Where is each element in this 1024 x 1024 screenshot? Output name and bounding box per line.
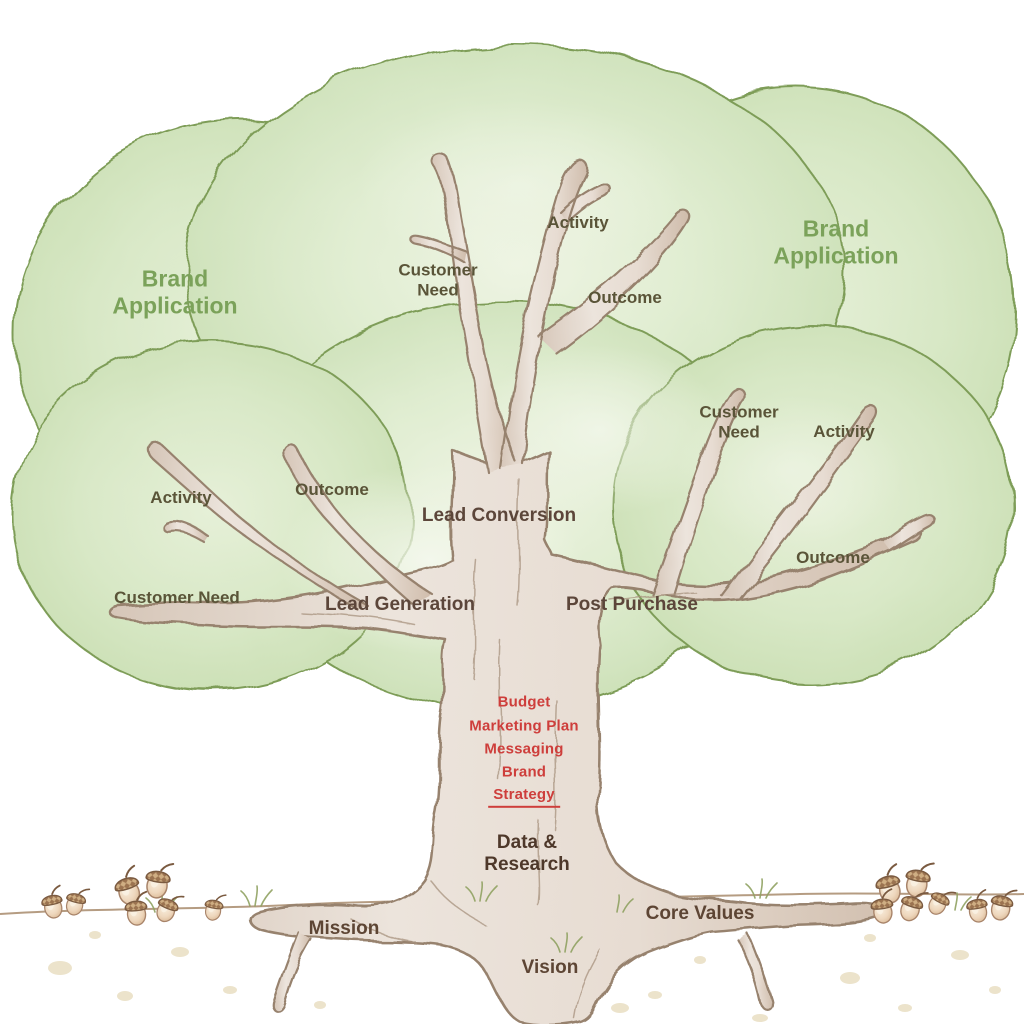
label-vision: Vision — [521, 956, 579, 978]
label-post-purchase: Post Purchase — [566, 593, 698, 615]
label-left-customer-need: Customer Need — [114, 588, 240, 608]
label-mission: Mission — [308, 917, 380, 939]
label-lead-generation: Lead Generation — [325, 593, 475, 615]
label-right-activity: Activity — [813, 422, 875, 442]
label-top-activity: Activity — [547, 213, 609, 233]
label-top-outcome: Outcome — [588, 288, 662, 308]
acorn-cluster-right — [868, 858, 1018, 926]
label-budget: Budget — [497, 693, 551, 711]
label-lead-conversion: Lead Conversion — [421, 504, 577, 526]
label-data-research: Data & Research — [484, 831, 570, 875]
label-marketing-plan: Marketing Plan — [469, 717, 579, 735]
soil-speckles — [48, 931, 1001, 1022]
label-left-outcome: Outcome — [295, 480, 369, 500]
label-core-values: Core Values — [645, 902, 755, 924]
label-left-activity: Activity — [150, 488, 212, 508]
label-right-outcome: Outcome — [796, 548, 870, 568]
bark-texture — [299, 479, 696, 1019]
acorn-cluster-left — [38, 859, 227, 927]
label-right-customer-need: Customer Need — [699, 402, 779, 441]
label-brand-application-right: Brand Application — [773, 215, 899, 268]
label-brand: Brand — [501, 763, 547, 781]
tree-branches — [146, 152, 936, 1013]
label-top-customer-need: Customer Need — [398, 260, 478, 299]
label-strategy: Strategy — [488, 786, 560, 809]
label-brand-application-left: Brand Application — [112, 265, 238, 318]
label-messaging: Messaging — [484, 740, 564, 758]
